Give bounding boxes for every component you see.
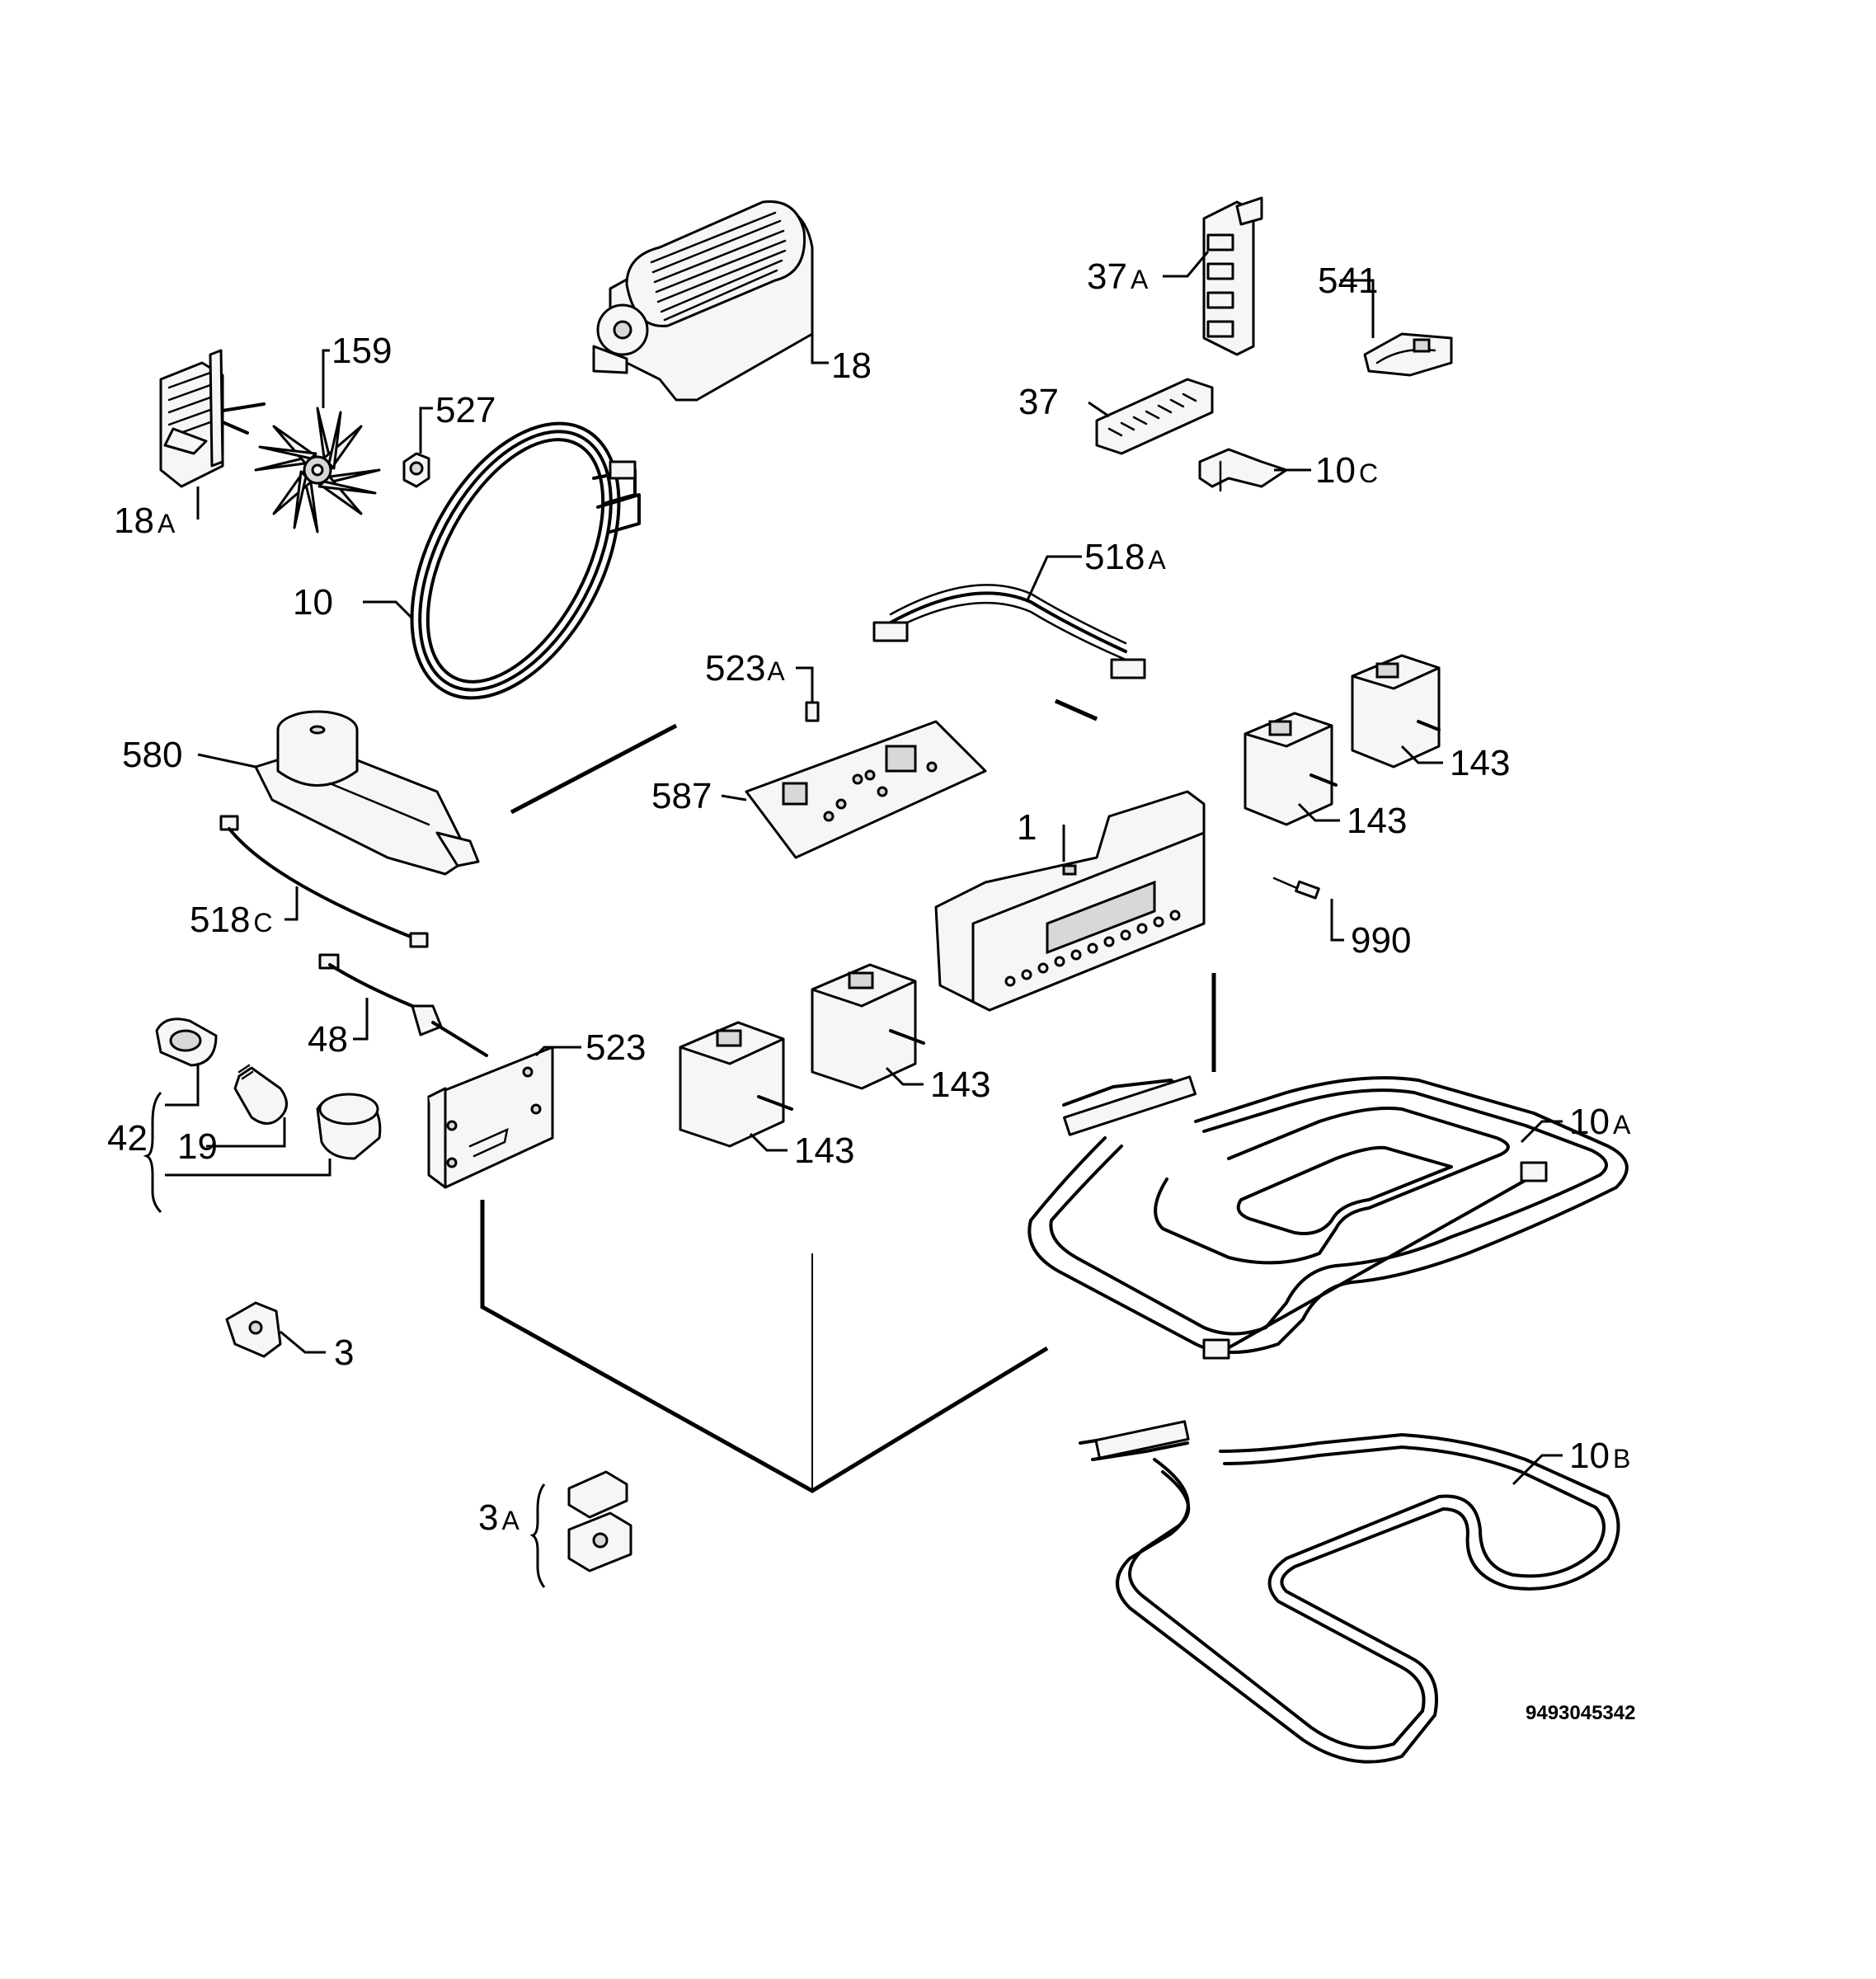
callout-label-48: 48 (308, 1019, 348, 1060)
temperature-probe (318, 953, 488, 1057)
callout-label-42: 42 (107, 1118, 148, 1159)
callout-label-990: 990 (1351, 920, 1411, 961)
callout-label-523: 523 (585, 1027, 646, 1068)
wiring-harness-a (872, 584, 1146, 679)
callout-label-37: 37 (1018, 382, 1059, 422)
leader-lines (143, 251, 1563, 1588)
callout-label-587: 587 (651, 776, 712, 816)
wiring-harness-c (219, 815, 429, 948)
rotary-switch-right-bottom (1244, 712, 1338, 826)
callout-label-3: 3 (334, 1333, 354, 1373)
mounting-bracket (427, 1046, 554, 1189)
callout-label-143-right-top: 143 (1450, 743, 1510, 783)
tangential-fan (592, 200, 814, 402)
callout-label-18: 18 (831, 346, 872, 386)
clip-541 (1363, 332, 1453, 377)
callout-label-1: 1 (1017, 807, 1037, 848)
callout-label-541: 541 (1318, 261, 1378, 301)
terminal-block-a (1202, 196, 1263, 356)
terminal-block (1095, 378, 1214, 455)
diagram-reference-number: 9493045342 (1526, 1702, 1635, 1724)
rotary-switch-center-bottom (679, 1021, 793, 1148)
fan-nut (402, 452, 430, 488)
door-lock-motor (254, 710, 480, 876)
callout-label-523a: 523A (705, 648, 785, 689)
bottom-heating-element (1079, 1420, 1620, 1764)
separator-line (1054, 698, 1098, 722)
thermostat (225, 1301, 282, 1358)
grill-heating-element (1027, 1075, 1629, 1360)
lamp-assembly (155, 1018, 382, 1160)
callout-label-19: 19 (177, 1126, 218, 1167)
callout-label-580: 580 (122, 735, 182, 775)
fan-motor (159, 349, 266, 488)
rotary-switch-center-top (811, 963, 925, 1090)
rotary-switch-right-top (1351, 654, 1441, 769)
callout-label-527: 527 (435, 390, 496, 430)
thermostat-a (567, 1470, 632, 1572)
callout-label-143-center-bottom: 143 (794, 1131, 854, 1171)
bracket-10c (1198, 448, 1288, 492)
control-board (745, 720, 987, 859)
callout-label-143-right-bottom: 143 (1347, 801, 1407, 841)
fan-blade (254, 407, 381, 534)
callout-label-159: 159 (331, 331, 392, 371)
callout-label-143-center-top: 143 (930, 1065, 990, 1105)
callout-label-10: 10 (293, 582, 333, 623)
indicator-lamp (1272, 877, 1320, 900)
circular-heating-element (410, 421, 641, 700)
display-module (934, 790, 1206, 1012)
